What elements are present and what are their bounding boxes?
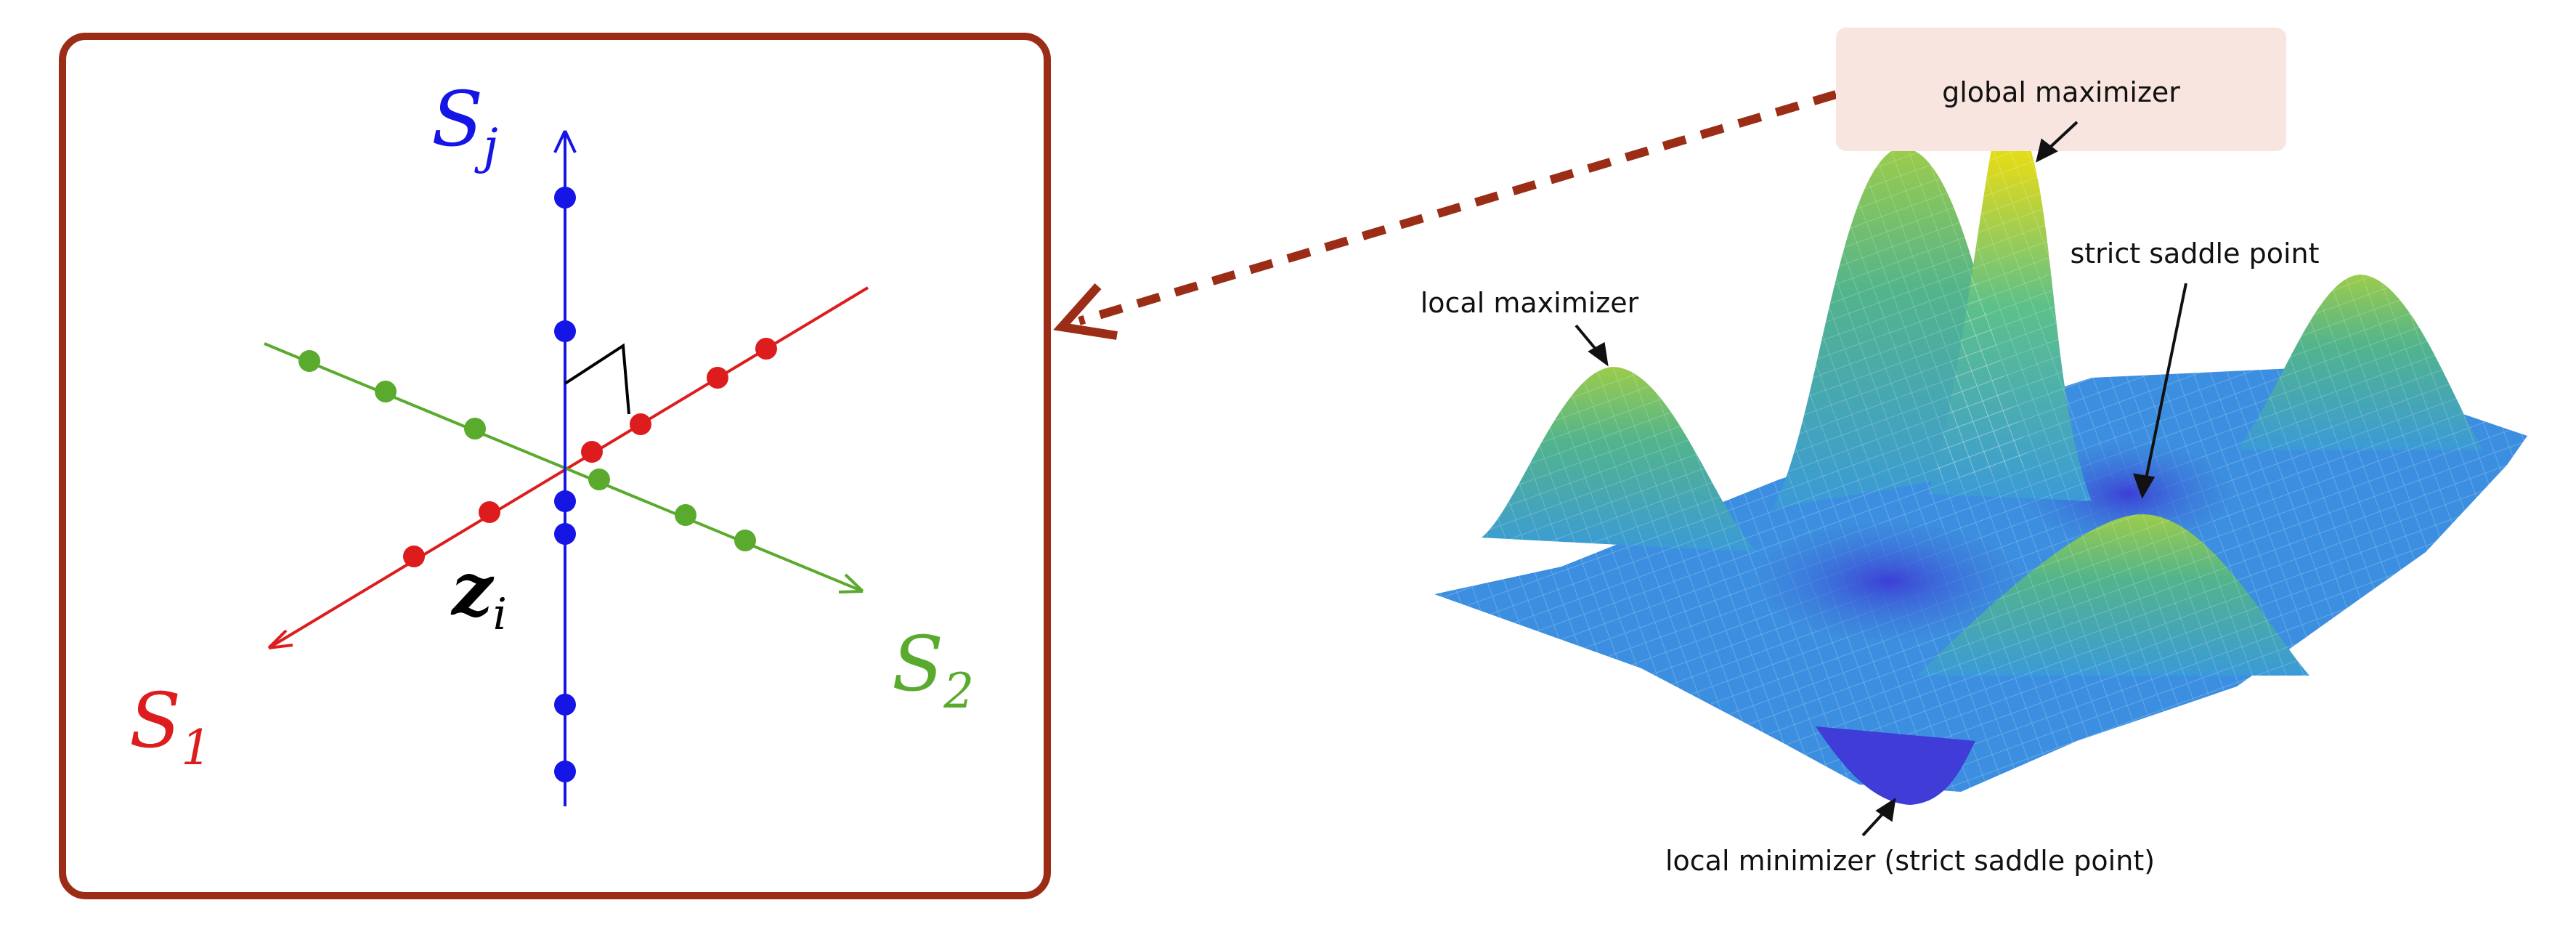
dashed-arrow-icon <box>1053 90 1837 340</box>
points-s1 <box>403 338 777 567</box>
point-s2 <box>375 381 397 402</box>
callout-local-min: local minimizer (strict saddle point) <box>1665 845 2155 877</box>
callout-saddle: strict saddle point <box>2070 238 2319 270</box>
point-sj <box>554 187 576 208</box>
point-sj <box>554 761 576 782</box>
callout-local-max: local maximizer <box>1421 287 1639 319</box>
label-s2: S2 <box>892 620 974 719</box>
point-s2 <box>588 469 610 490</box>
label-s1-main: S <box>129 676 181 765</box>
point-sj <box>554 523 576 545</box>
right-angle-icon <box>564 343 630 415</box>
point-s1 <box>403 546 425 567</box>
points-s2 <box>298 350 756 551</box>
point-s1 <box>630 413 651 435</box>
point-s1 <box>755 338 777 360</box>
point-s2 <box>298 350 320 372</box>
point-s2 <box>464 418 486 439</box>
label-s2-sub: 2 <box>943 663 974 719</box>
arrowhead-icon <box>267 629 293 649</box>
point-sj <box>554 490 576 512</box>
point-s2 <box>734 530 756 551</box>
label-s2-main: S <box>892 620 943 708</box>
point-sj <box>554 320 576 342</box>
annotation-arrows <box>1575 121 2187 837</box>
label-zi: zi <box>450 546 507 640</box>
point-s1 <box>581 441 603 463</box>
label-sj-main: S <box>431 75 483 163</box>
label-s1-sub: 1 <box>181 720 211 776</box>
arrowhead-icon <box>553 130 577 153</box>
surface-plot <box>1434 113 2527 805</box>
callout-global-max-bg <box>1836 28 2286 151</box>
points-sj <box>554 187 576 782</box>
point-sj <box>554 694 576 716</box>
surface-dip <box>1758 523 2019 639</box>
label-zi-main: z <box>450 546 495 632</box>
frame-box <box>59 33 1051 899</box>
label-zi-sub: i <box>493 589 507 640</box>
point-s1 <box>479 501 500 523</box>
callout-global-max: global maximizer <box>1942 76 2180 108</box>
arrow-saddle <box>2144 283 2187 483</box>
arrowhead-icon <box>838 573 864 593</box>
local-min-dip <box>1816 726 1975 805</box>
label-s1: S1 <box>129 676 211 776</box>
point-s1 <box>707 367 728 389</box>
point-s2 <box>675 504 696 526</box>
